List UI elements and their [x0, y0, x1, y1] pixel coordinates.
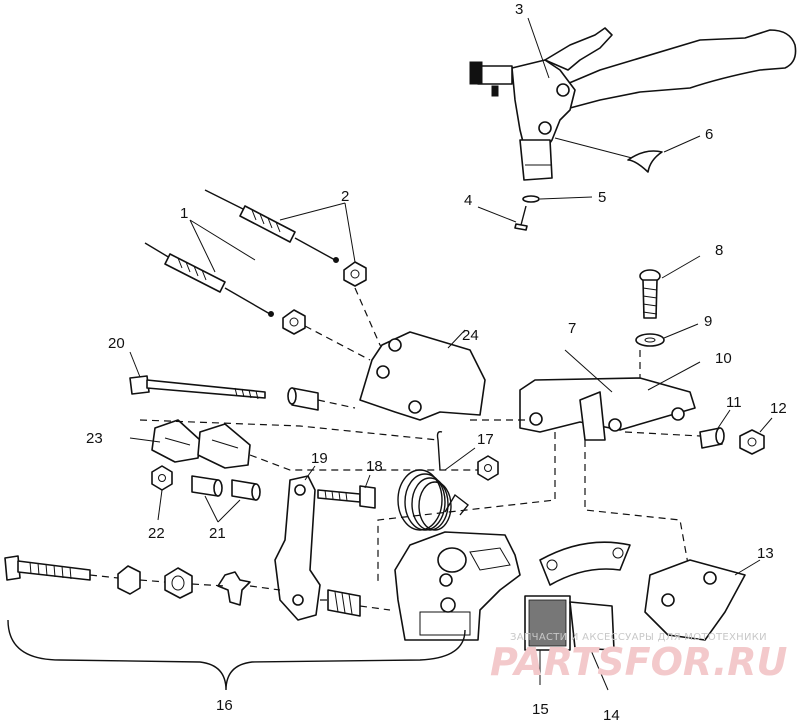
bolt-20: [129, 351, 356, 411]
callout-24: 24: [462, 327, 479, 344]
watermark-brand: PARTSFOR.RU: [490, 640, 788, 684]
callout-18: 18: [366, 458, 383, 475]
callout-23: 23: [86, 430, 103, 447]
pivot-bolt-16: [4, 555, 466, 691]
callout-22: 22: [148, 525, 165, 542]
callout-19: 19: [311, 450, 328, 467]
backing-plate-13: [539, 541, 761, 641]
cams-23: [129, 419, 480, 471]
watermark: ЗАПЧАСТИ И АКСЕССУАРЫ ДЛЯ МОТОТЕХНИКИ PA…: [490, 632, 788, 684]
callout-16: 16: [216, 697, 233, 714]
spacer-nut-11-12: [624, 409, 773, 455]
arm-19: [274, 465, 376, 621]
callout-12: 12: [770, 400, 787, 417]
mounting-bracket-7: [377, 349, 701, 585]
callout-10: 10: [715, 350, 732, 367]
callout-1: 1: [180, 205, 188, 222]
callout-21: 21: [209, 525, 226, 542]
callout-6: 6: [705, 126, 713, 143]
callout-13: 13: [757, 545, 774, 562]
callout-4: 4: [464, 192, 472, 209]
watermark-tagline: ЗАПЧАСТИ И АКСЕССУАРЫ ДЛЯ МОТОТЕХНИКИ: [510, 632, 767, 643]
callout-20: 20: [108, 335, 125, 352]
cable-ends: [144, 189, 391, 361]
callout-8: 8: [715, 242, 723, 259]
callout-11: 11: [726, 394, 742, 411]
callout-9: 9: [704, 313, 712, 330]
brake-lever-assembly: [469, 17, 797, 231]
callout-3: 3: [515, 1, 523, 18]
spring-17: [397, 430, 499, 531]
callout-labels: 1 2 3 4 5 6 7 8 9 10 11 12 13 14 15 16 1…: [86, 1, 787, 724]
caliper-body: [394, 531, 521, 641]
nut-spacers-21-22: [151, 465, 261, 523]
callout-2: 2: [341, 188, 349, 205]
screw-8: [635, 255, 701, 347]
callout-15: 15: [532, 701, 549, 718]
callout-5: 5: [598, 189, 606, 206]
callout-7: 7: [568, 320, 576, 337]
bracket-24: [359, 329, 486, 421]
brake-pads-14-15: [524, 595, 615, 691]
callout-14: 14: [603, 707, 620, 724]
callout-17: 17: [477, 431, 494, 448]
